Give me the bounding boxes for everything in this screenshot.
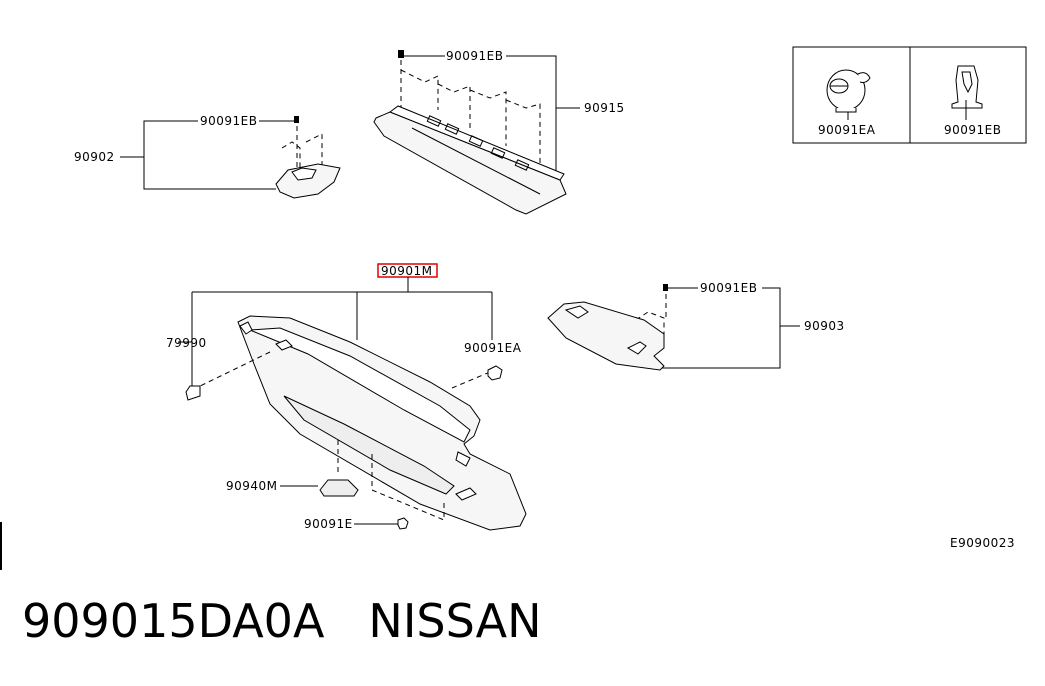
label-90903: 90903 — [804, 319, 845, 333]
label-79990: 79990 — [166, 336, 207, 350]
part-90091e: 90091E — [304, 517, 409, 531]
label-90901m: 90901M — [381, 264, 433, 278]
clip-eb-icon — [951, 65, 983, 120]
label-90091eb-right: 90091EB — [700, 281, 758, 295]
left-edge-bar — [0, 522, 2, 570]
clip-legend-box: 90091EA 90091EB — [792, 46, 1027, 144]
part-90940m: 90940M — [226, 479, 359, 497]
part-90901m: 90901M — [191, 263, 527, 531]
label-90902: 90902 — [74, 150, 115, 164]
clip-ea-icon — [826, 69, 871, 120]
clip-marker — [398, 50, 404, 58]
part-number: 909015DA0A — [22, 594, 325, 648]
label-90091ea: 90091EA — [464, 341, 522, 355]
diagram-id: E9090023 — [950, 536, 1015, 550]
part-79990: 79990 — [166, 336, 207, 401]
legend-label-ea: 90091EA — [818, 123, 876, 137]
label-90091eb-top: 90091EB — [446, 49, 504, 63]
part-90902: 90091EB 90902 — [74, 114, 341, 199]
legend-label-eb: 90091EB — [944, 123, 1002, 137]
brand-name: NISSAN — [368, 594, 542, 648]
clip-marker — [294, 116, 299, 123]
label-90091e: 90091E — [304, 517, 353, 531]
part-90903: 90091EB 90903 — [547, 281, 845, 371]
label-90091eb-left: 90091EB — [200, 114, 258, 128]
part-90091ea: 90091EA — [464, 341, 522, 381]
part-90915: 90091EB 90915 — [373, 49, 625, 215]
label-90940m: 90940M — [226, 479, 278, 493]
clip-marker — [663, 284, 668, 291]
label-90915: 90915 — [584, 101, 625, 115]
